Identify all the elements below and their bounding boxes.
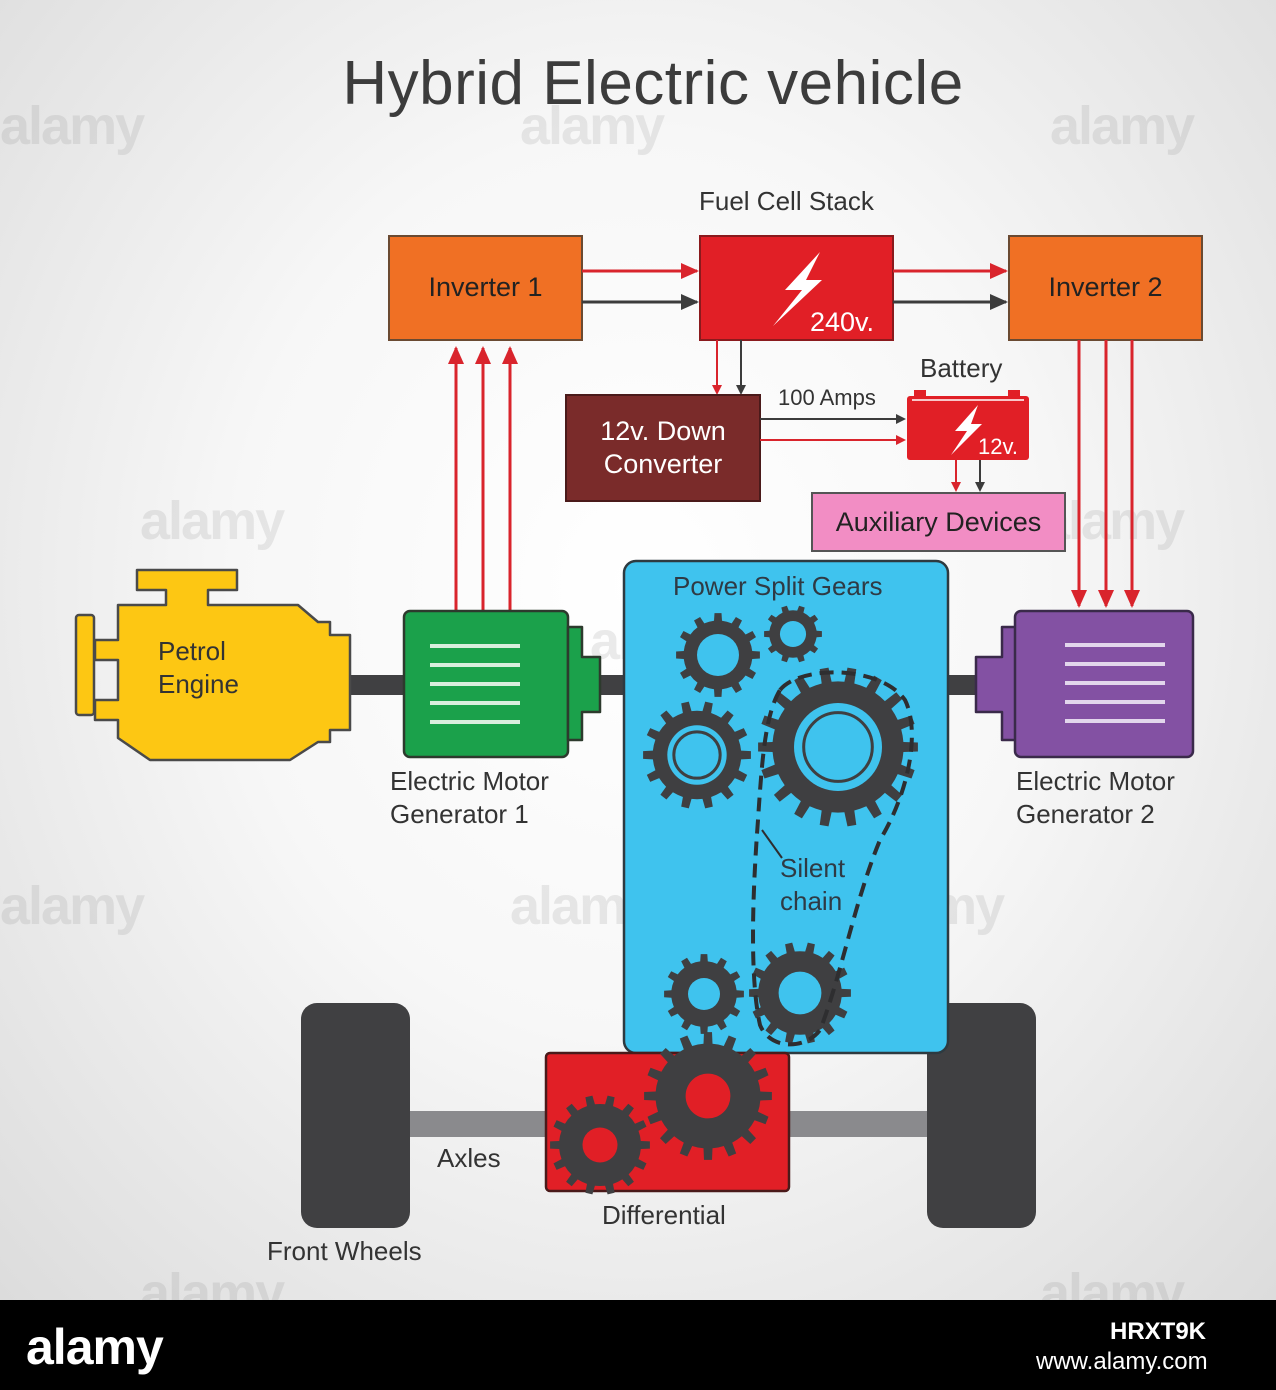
down-converter-line-1: 12v. Down xyxy=(600,416,726,446)
gear-hub xyxy=(794,703,882,791)
gear-hub xyxy=(697,634,739,676)
silent-chain-pointer xyxy=(761,829,783,859)
auxiliary-devices-label: Auxiliary Devices xyxy=(835,507,1042,537)
silent-chain-label: Silent chain xyxy=(780,852,845,918)
watermark-image-id: HRXT9K xyxy=(1110,1318,1207,1345)
front-wheel-right xyxy=(927,1003,1036,1228)
battery-label: Battery xyxy=(920,353,1003,383)
diagram-canvas: alamy alamy alamy alamy alamy alamy alam… xyxy=(0,0,1276,1300)
power-split-gears-label: Power Split Gears xyxy=(673,571,883,601)
watermark: alamy xyxy=(140,1263,285,1300)
down-converter-line-2: Converter xyxy=(603,449,723,479)
motor-generator-1-line-2: Generator 1 xyxy=(390,799,529,829)
gear-hub xyxy=(778,971,822,1015)
differential-gears xyxy=(550,1032,772,1195)
petrol-engine-line-2: Engine xyxy=(158,669,239,699)
inverter-2-label: Inverter 2 xyxy=(1048,272,1163,302)
engine-shaft xyxy=(342,675,406,695)
inverter-1-box xyxy=(388,235,583,341)
watermark: alamy xyxy=(1040,1263,1185,1300)
motor-generator-2-icon xyxy=(974,609,1195,759)
gear-hub xyxy=(582,1127,618,1163)
watermark: alamy xyxy=(520,96,665,156)
inverter-2-box xyxy=(1008,235,1203,341)
gear-hub xyxy=(685,1073,731,1119)
motor-generator-1-line-1: Electric Motor xyxy=(390,766,549,796)
motor-generator-2-line-2: Generator 2 xyxy=(1016,799,1155,829)
gear-hub xyxy=(688,978,720,1010)
petrol-engine-label: Petrol Engine xyxy=(158,635,239,701)
gear-hub xyxy=(667,725,727,785)
silent-chain-line-2: chain xyxy=(780,886,843,916)
gear-ring xyxy=(672,730,722,780)
petrol-engine-line-1: Petrol xyxy=(158,636,226,666)
differential-label: Differential xyxy=(602,1200,726,1230)
battery-icon xyxy=(907,390,1029,460)
watermark: alamy xyxy=(1050,96,1195,156)
front-wheels-label: Front Wheels xyxy=(267,1236,422,1266)
watermark-logo: alamy xyxy=(26,1319,164,1375)
motor-generator-2-label: Electric Motor Generator 2 xyxy=(1016,765,1175,831)
fuel-cell-voltage: 240v. xyxy=(810,307,875,337)
silent-chain xyxy=(751,670,914,1047)
diagram-title: Hybrid Electric vehicle xyxy=(342,49,964,118)
down-converter-box xyxy=(565,394,761,502)
watermark: alamy xyxy=(0,876,145,936)
auxiliary-devices-box xyxy=(811,492,1066,552)
watermark: alamy xyxy=(0,96,145,156)
battery-voltage: 12v. xyxy=(978,434,1018,459)
axles-label: Axles xyxy=(437,1143,501,1173)
watermark: alamy xyxy=(140,491,285,551)
gear-hub xyxy=(779,620,807,648)
gear-ring xyxy=(802,711,874,783)
front-wheel-left xyxy=(301,1003,410,1228)
watermark-url: www.alamy.com xyxy=(1036,1348,1208,1375)
motor-generator-2-line-1: Electric Motor xyxy=(1016,766,1175,796)
silent-chain-line-1: Silent xyxy=(780,853,846,883)
watermark-footer: alamy HRXT9K www.alamy.com xyxy=(0,1300,1276,1390)
amps-label: 100 Amps xyxy=(778,385,876,410)
down-converter-label: 12v. Down Converter xyxy=(566,415,760,481)
petrol-engine-icon xyxy=(74,568,352,762)
motor-generator-1-icon xyxy=(402,609,602,759)
lightning-icon xyxy=(773,252,822,326)
hybrid-system-diagram xyxy=(74,235,1203,1228)
inverter-1-label: Inverter 1 xyxy=(428,272,543,302)
power-split-gears xyxy=(643,605,918,1044)
fuel-cell-stack-label: Fuel Cell Stack xyxy=(699,186,874,216)
motor-generator-1-label: Electric Motor Generator 1 xyxy=(390,765,549,831)
